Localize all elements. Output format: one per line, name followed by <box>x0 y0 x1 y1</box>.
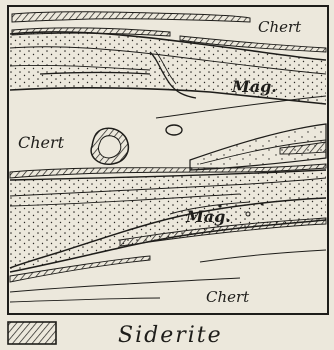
legend-label-siderite: Siderite <box>118 323 223 348</box>
label-chert-bottom: Chert <box>206 288 250 306</box>
magnetite-band-upper <box>10 32 326 104</box>
magnetite-wedge-right <box>190 124 326 170</box>
label-chert-top: Chert <box>258 18 302 36</box>
legend: Siderite <box>8 322 223 348</box>
label-magnetite-upper: Mag. <box>231 77 277 96</box>
siderite-swatch-icon <box>8 322 56 344</box>
label-chert-left: Chert <box>18 133 65 152</box>
label-magnetite-lower: Mag. <box>185 207 231 226</box>
